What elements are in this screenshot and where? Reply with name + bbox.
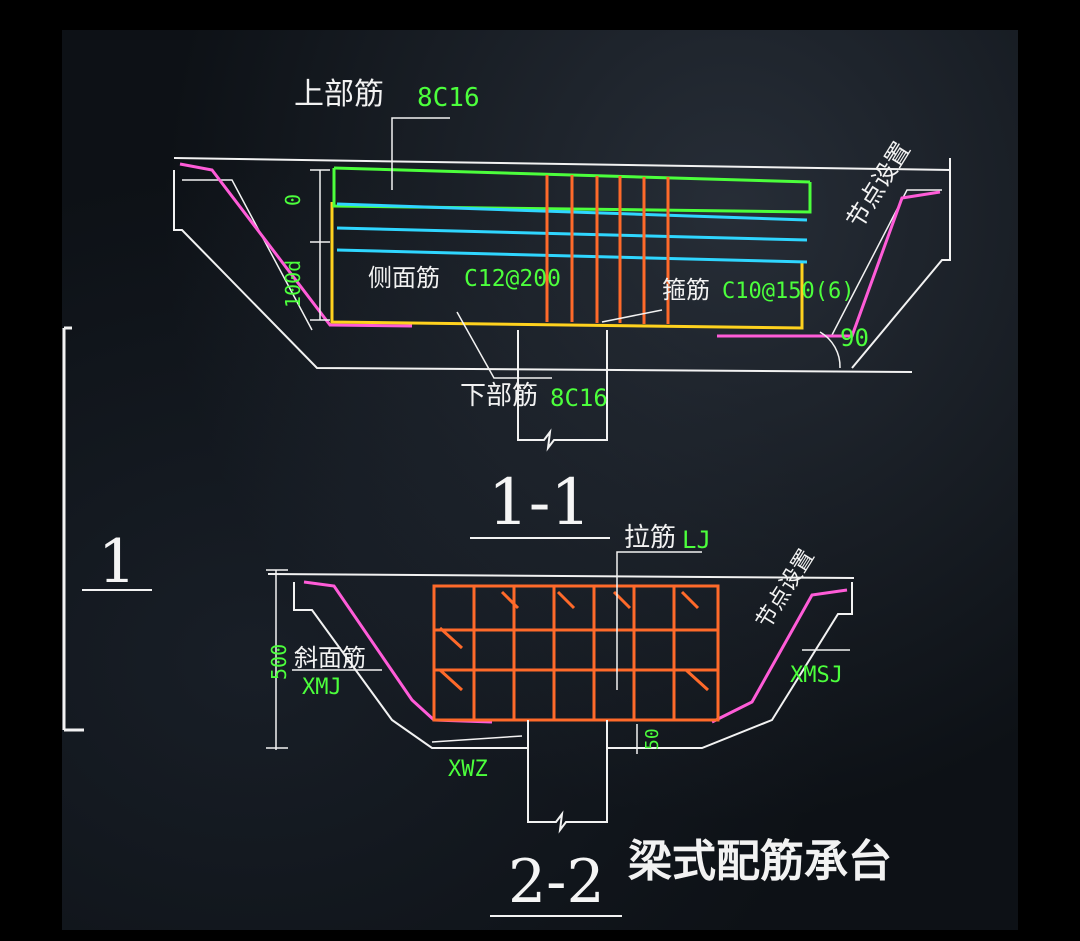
- rebar-mesh-2: [432, 584, 720, 722]
- pit-inner-left-1: [182, 179, 313, 331]
- section-1-1: [173, 117, 951, 539]
- stirrups-1: [545, 175, 670, 324]
- section-2-2: [266, 551, 855, 917]
- column-stub-1: [517, 330, 608, 452]
- angle-arc-1: [819, 331, 841, 369]
- pit-right-1: [851, 158, 951, 369]
- node-setting-1: 节点设置: [841, 137, 916, 233]
- caption: 梁式配筋承台: [628, 836, 892, 887]
- angle-label: 90: [840, 324, 869, 352]
- bottom-value: XWZ: [448, 757, 488, 782]
- leader-bottom-1: [456, 311, 552, 379]
- top-bar-label: 上部筋: [294, 77, 384, 112]
- yellow-rebar-1: [330, 202, 804, 330]
- dim-side-label: 100d: [281, 260, 305, 308]
- pit-outline-1: [173, 170, 913, 373]
- slope-bar-right-1: [717, 190, 941, 338]
- dim-top-label: 0: [281, 194, 305, 206]
- cad-screen: 上部筋 8C16 侧面筋 C12@200 箍筋 C10@150(6) 下部筋 8…: [62, 30, 1018, 930]
- pit-left-2: [293, 582, 528, 749]
- section-title-1-1: 1-1: [488, 466, 591, 540]
- dim-cover-label: 50: [642, 728, 663, 750]
- dim-height-label: 500: [267, 644, 291, 680]
- column-stub-2: [527, 720, 608, 834]
- slope-bar-right-2: [711, 588, 848, 724]
- leader-tie-2: [616, 551, 702, 690]
- cad-drawing: 上部筋 8C16 侧面筋 C12@200 箍筋 C10@150(6) 下部筋 8…: [62, 77, 951, 917]
- side-bar-label: 侧面筋: [368, 264, 440, 292]
- pit-right-2: [607, 582, 853, 749]
- tie-bar-value: LJ: [682, 526, 711, 554]
- side-bar-value: C12@200: [464, 266, 561, 292]
- bottom-bar-label: 下部筋: [460, 381, 538, 411]
- slope-bar-value: XMJ: [302, 675, 342, 700]
- section-title-2-2: 2-2: [508, 847, 605, 917]
- slope-bar-left-1: [179, 162, 413, 328]
- leader-top-1: [391, 117, 450, 190]
- leader-stirrup-1: [601, 309, 663, 323]
- tie-bar-label: 拉筋: [624, 523, 676, 553]
- top-line-2: [267, 573, 855, 579]
- node-setting-2: 节点设置: [752, 545, 820, 633]
- pit-inner-right-1: [831, 189, 942, 336]
- side-number: 1: [98, 527, 136, 597]
- stirrup-label: 箍筋: [662, 276, 710, 304]
- stirrup-value: C10@150(6): [722, 279, 854, 304]
- top-bar-value: 8C16: [417, 83, 480, 113]
- top-line-1: [173, 157, 951, 171]
- bottom-bar-value: 8C16: [550, 384, 608, 412]
- slope-bar-label: 斜面筋: [294, 644, 366, 672]
- dim-xwz-2: [431, 735, 523, 743]
- slope-top-value: XMSJ: [790, 663, 843, 688]
